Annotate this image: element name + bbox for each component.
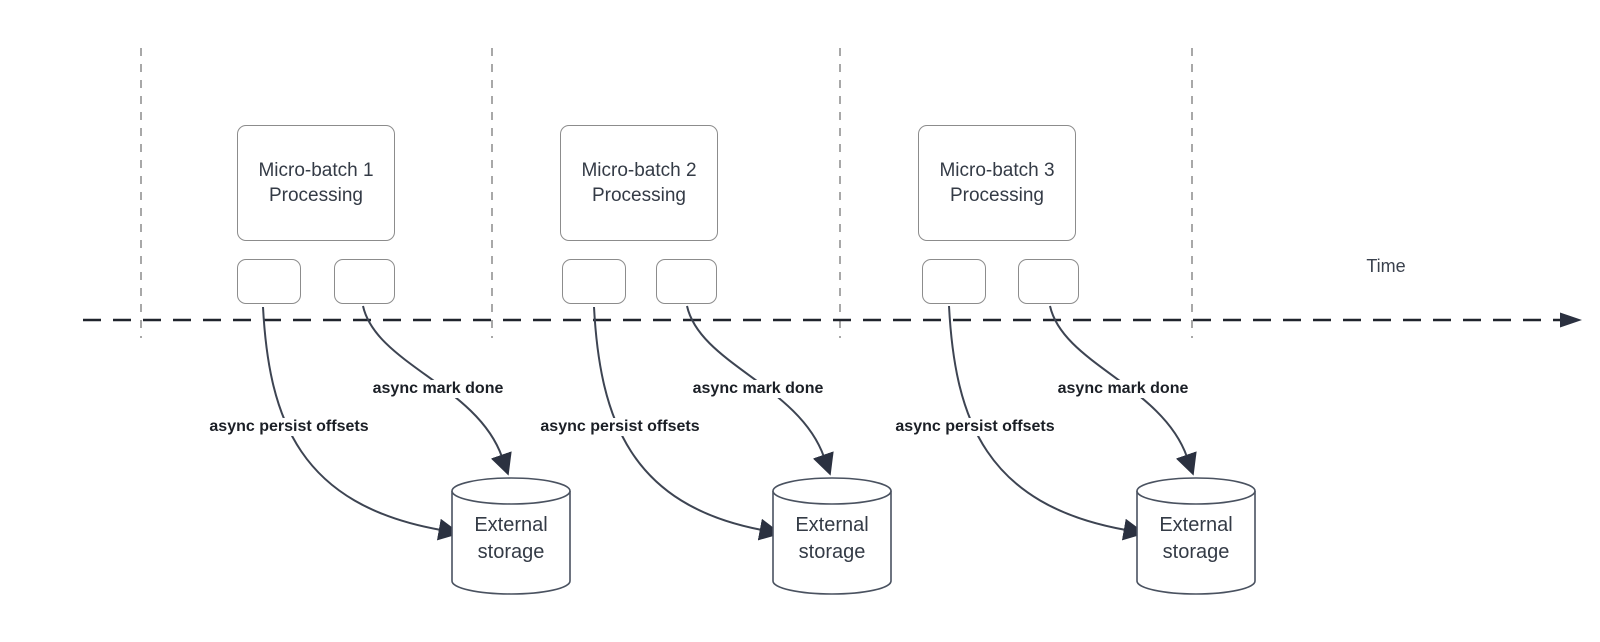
external-storage-cylinder-2 <box>772 477 892 595</box>
cylinder-body <box>1136 491 1256 595</box>
external-storage-cylinder-1 <box>451 477 571 595</box>
cylinder-top <box>451 477 571 505</box>
cylinder-body <box>772 491 892 595</box>
batch-1-persist-task-box <box>237 259 301 304</box>
mark-done-arrow-3 <box>1049 305 1197 476</box>
persist-offsets-arrow-1 <box>262 306 461 541</box>
persist-offsets-label-2: async persist offsets <box>537 418 703 436</box>
external-storage-cylinder-3 <box>1136 477 1256 595</box>
micro-batch-3-processing-box: Micro-batch 3 Processing <box>918 125 1076 241</box>
time-axis-label: Time <box>1366 256 1406 276</box>
persist-offsets-label-1: async persist offsets <box>206 418 372 436</box>
persist-offsets-label-3: async persist offsets <box>892 418 1058 436</box>
mark-done-label-1: async mark done <box>369 380 507 398</box>
batch-2-persist-task-box <box>562 259 626 304</box>
micro-batch-2-processing-box: Micro-batch 2 Processing <box>560 125 718 241</box>
micro-batch-1-processing-box: Micro-batch 1 Processing <box>237 125 395 241</box>
batch-1-mark-done-task-box <box>334 259 395 304</box>
batch-2-mark-done-task-box <box>656 259 717 304</box>
cylinder-body <box>451 491 571 595</box>
mark-done-label-3: async mark done <box>1054 380 1192 398</box>
time-axis-arrowhead-icon <box>1560 312 1582 328</box>
mark-done-arrow-2 <box>686 305 834 476</box>
mark-done-arrow-1 <box>362 305 512 476</box>
mark-done-label-2: async mark done <box>689 380 827 398</box>
persist-offsets-arrow-2 <box>593 306 782 541</box>
cylinder-top <box>1136 477 1256 505</box>
batch-3-persist-task-box <box>922 259 986 304</box>
cylinder-top <box>772 477 892 505</box>
batch-3-mark-done-task-box <box>1018 259 1079 304</box>
persist-offsets-arrow-3 <box>948 305 1146 541</box>
